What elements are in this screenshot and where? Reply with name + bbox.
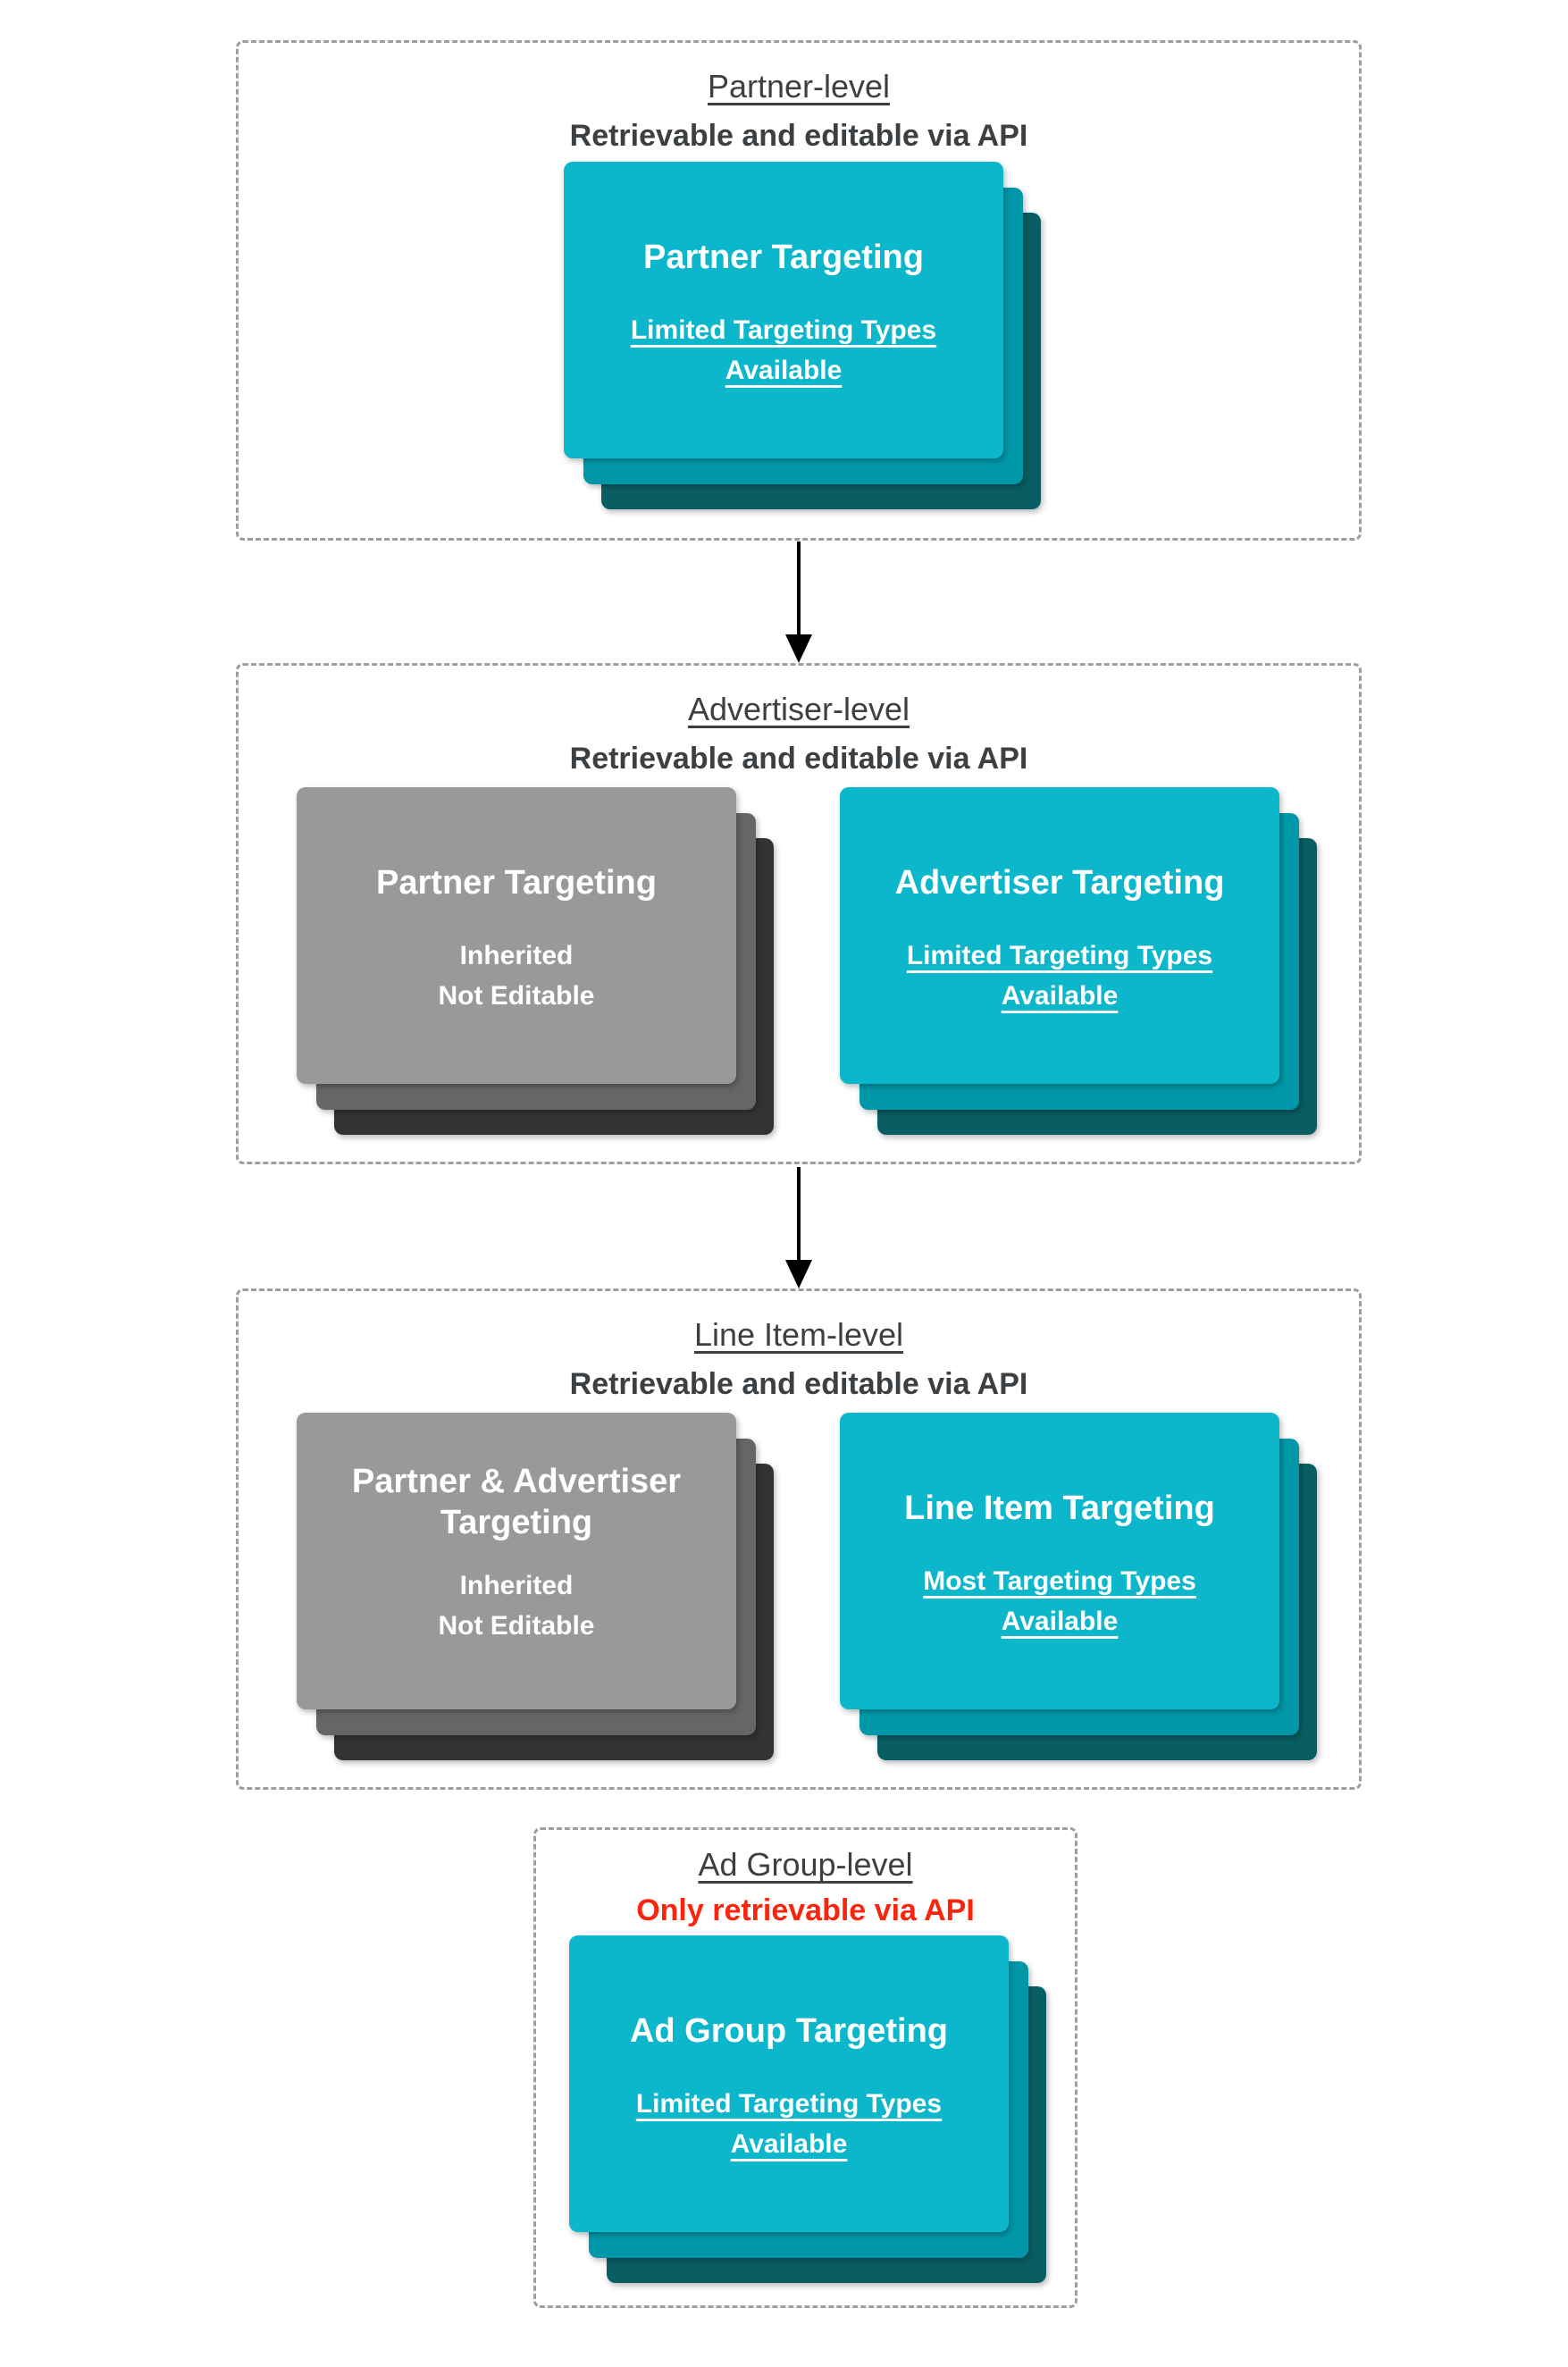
card-title-line: Advertiser Targeting (894, 864, 1225, 902)
card-subtitle: Inherited Not Editable (297, 936, 736, 1016)
card-subtitle-line: Available (1001, 1607, 1119, 1637)
card-layer-front (840, 787, 1279, 1084)
card-title: Ad Group Targeting (569, 2010, 1009, 2052)
section-header: Advertiser-level Retrievable and editabl… (239, 666, 1359, 778)
arrow-head-icon (785, 1260, 812, 1288)
card-title-line: Line Item Targeting (904, 1490, 1215, 1527)
card-subtitle-line: Available (725, 356, 843, 386)
card-content: Partner Targeting Inherited Not Editable (297, 787, 736, 1084)
card-title-line: Ad Group Targeting (629, 2012, 949, 2050)
card-subtitle-line: Available (730, 2129, 848, 2160)
card-title-line: Partner & Advertiser (351, 1463, 682, 1500)
card-subtitle-line: Available (1001, 981, 1119, 1011)
section-header: Line Item-level Retrievable and editable… (239, 1291, 1359, 1404)
card-content: Ad Group Targeting Limited Targeting Typ… (569, 1935, 1009, 2232)
card-stack-advertiser-targeting: Advertiser Targeting Limited Targeting T… (840, 787, 1317, 1135)
card-content: Partner & Advertiser Targeting Inherited… (297, 1413, 736, 1709)
card-subtitle-line: Inherited (459, 1570, 574, 1600)
arrow-head-icon (785, 634, 812, 663)
card-content: Advertiser Targeting Limited Targeting T… (840, 787, 1279, 1084)
section-api-subtitle: Retrievable and editable via API (569, 742, 1028, 776)
section-level-title: Line Item-level (693, 1316, 904, 1353)
section-api-subtitle: Retrievable and editable via API (569, 119, 1028, 153)
section-level-title: Partner-level (707, 68, 891, 105)
card-stack-ad-group-targeting: Ad Group Targeting Limited Targeting Typ… (569, 1935, 1046, 2283)
section-header: Ad Group-level Only retrievable via API (536, 1830, 1075, 1930)
card-title-line: Targeting (440, 1504, 593, 1542)
section-level-title: Advertiser-level (687, 691, 910, 727)
card-subtitle-line: Limited Targeting Types (630, 315, 937, 346)
card-stack-partner-targeting: Partner Targeting Limited Targeting Type… (564, 162, 1041, 509)
card-subtitle-line: Most Targeting Types (923, 1566, 1196, 1597)
section-line-item-level: Line Item-level Retrievable and editable… (236, 1288, 1362, 1790)
card-content: Line Item Targeting Most Targeting Types… (840, 1413, 1279, 1709)
card-stack-partner-targeting-inherited: Partner Targeting Inherited Not Editable (297, 787, 774, 1135)
card-title-line: Partner Targeting (643, 239, 924, 276)
card-layer-front (297, 787, 736, 1084)
section-header: Partner-level Retrievable and editable v… (239, 43, 1359, 155)
card-subtitle-line: Not Editable (438, 1610, 595, 1641)
card-title: Line Item Targeting (840, 1488, 1279, 1529)
card-subtitle-line: Limited Targeting Types (906, 941, 1213, 971)
card-title: Partner & Advertiser Targeting (297, 1461, 736, 1544)
card-title-line: Partner Targeting (376, 864, 657, 902)
card-title: Partner Targeting (297, 862, 736, 903)
section-partner-level: Partner-level Retrievable and editable v… (236, 40, 1362, 541)
section-api-subtitle: Only retrievable via API (636, 1893, 975, 1927)
card-layer-front (840, 1413, 1279, 1709)
card-subtitle: Limited Targeting Types Available (564, 310, 1003, 390)
card-subtitle: Most Targeting Types Available (840, 1561, 1279, 1641)
arrow-down-icon (797, 541, 801, 636)
card-layer-front (564, 162, 1003, 458)
section-advertiser-level: Advertiser-level Retrievable and editabl… (236, 663, 1362, 1164)
section-api-subtitle: Retrievable and editable via API (569, 1367, 1028, 1401)
card-title: Partner Targeting (564, 237, 1003, 278)
section-ad-group-level: Ad Group-level Only retrievable via API … (533, 1827, 1077, 2308)
card-title: Advertiser Targeting (840, 862, 1279, 903)
card-stack-partner-advertiser-targeting-inherited: Partner & Advertiser Targeting Inherited… (297, 1413, 774, 1760)
card-layer-front (569, 1935, 1009, 2232)
card-subtitle: Inherited Not Editable (297, 1565, 736, 1646)
section-level-title: Ad Group-level (698, 1846, 913, 1883)
arrow-down-icon (797, 1167, 801, 1262)
card-layer-front (297, 1413, 736, 1709)
card-stack-line-item-targeting: Line Item Targeting Most Targeting Types… (840, 1413, 1317, 1760)
card-subtitle: Limited Targeting Types Available (569, 2084, 1009, 2164)
card-subtitle-line: Not Editable (438, 981, 595, 1011)
card-subtitle-line: Inherited (459, 941, 574, 971)
card-subtitle-line: Limited Targeting Types (635, 2089, 943, 2119)
card-subtitle: Limited Targeting Types Available (840, 936, 1279, 1016)
card-content: Partner Targeting Limited Targeting Type… (564, 162, 1003, 458)
